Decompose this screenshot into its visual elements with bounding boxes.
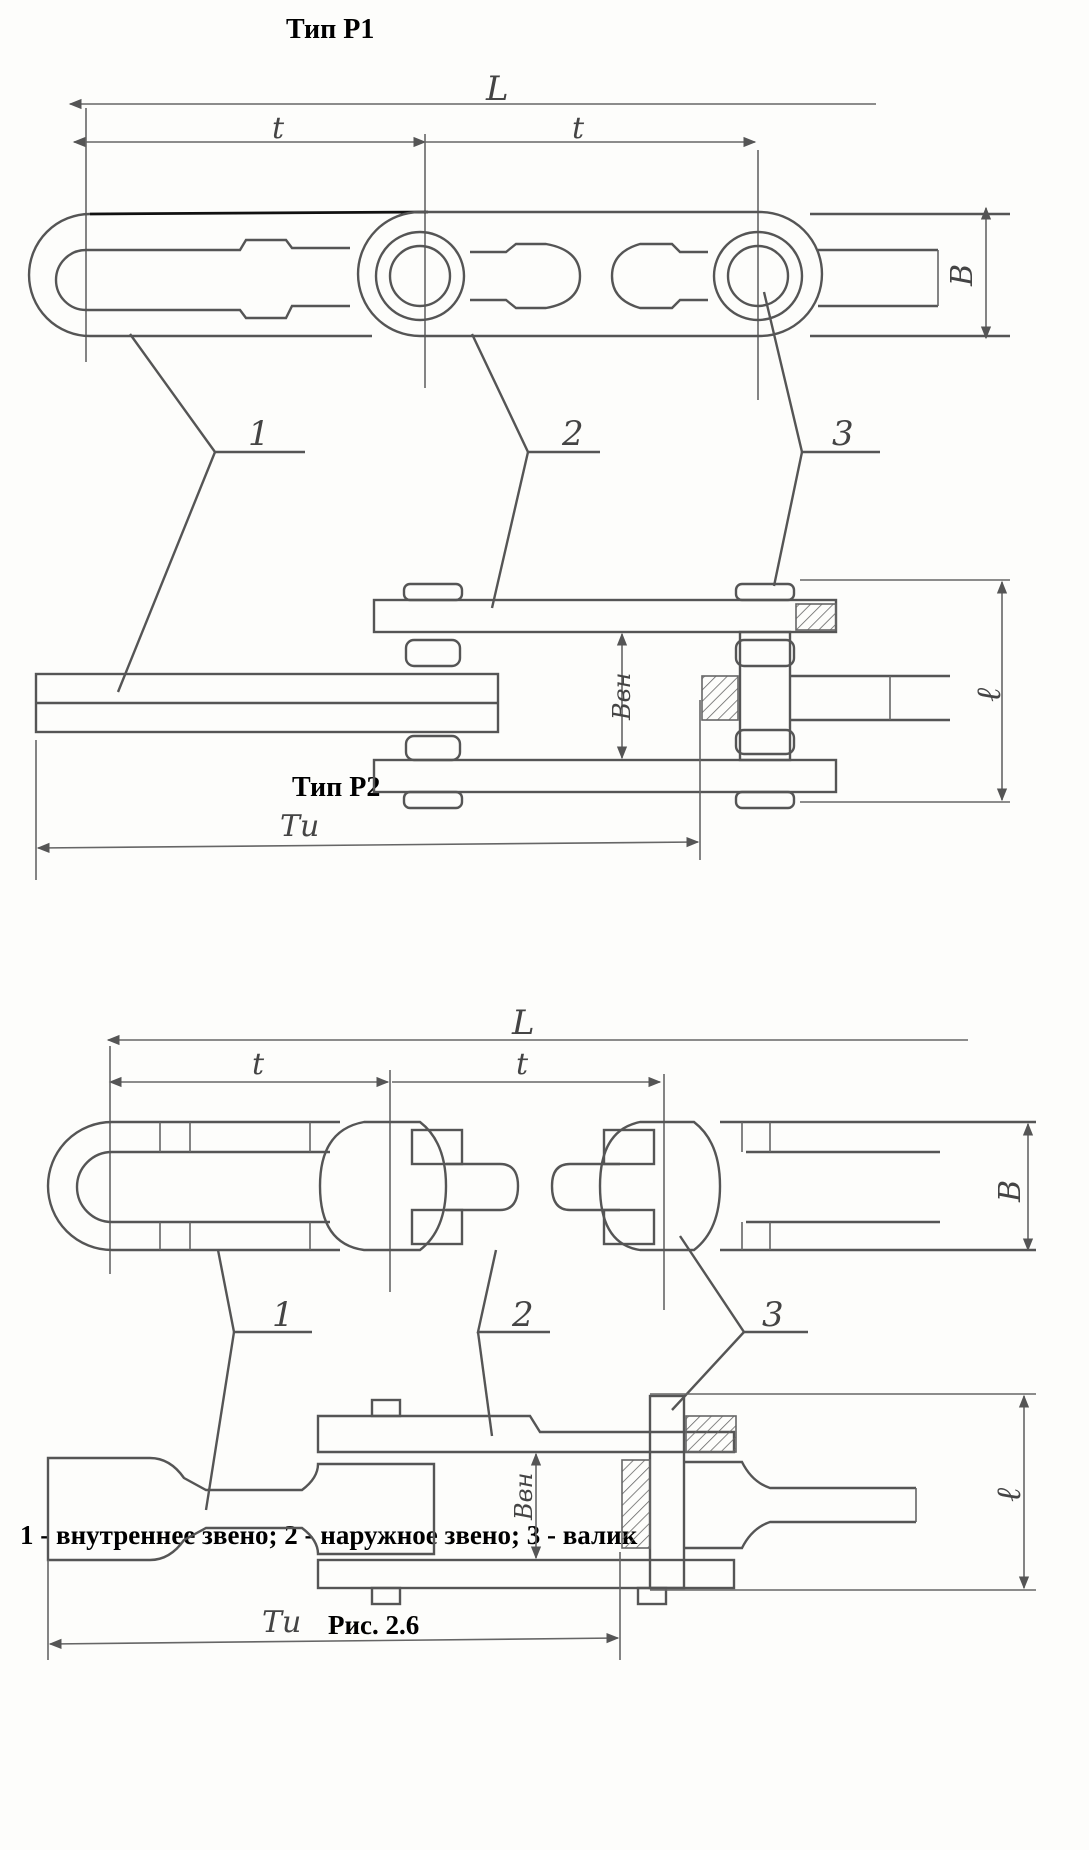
p1-dim-t1: t — [272, 111, 285, 146]
p1-dim-Tu: Tu — [280, 809, 319, 844]
p2-callout-3: 3 — [762, 1295, 784, 1335]
title-type-p1: Тип Р1 — [286, 14, 375, 45]
p1-dim-B: B — [945, 264, 980, 287]
p1-section-view: Bвн ℓ Tu — [34, 579, 1010, 880]
p1-top-view: L t t — [27, 69, 1010, 693]
p2-dim-Bvn: Bвн — [510, 1473, 538, 1521]
p2-dim-Tu: Tu — [262, 1605, 301, 1640]
title-type-p2: Тип Р2 — [292, 772, 381, 803]
p1-callout-2: 2 — [561, 414, 584, 454]
p2-section-view: Bвн ℓ Tu — [46, 1393, 1036, 1660]
p1-dim-Bvn: Bвн — [608, 673, 636, 721]
p2-callout-1: 1 — [272, 1295, 294, 1335]
p2-dim-t1: t — [252, 1047, 265, 1082]
p1-dim-L: L — [485, 69, 509, 109]
p2-callout-2: 2 — [511, 1295, 534, 1335]
p1-dim-l: ℓ — [969, 688, 1009, 702]
p1-callout-1: 1 — [248, 414, 270, 454]
p2-dim-B: B — [993, 1180, 1028, 1203]
p2-top-view: L t t — [46, 1003, 1036, 1511]
p2-dim-t2: t — [516, 1047, 529, 1082]
p1-dim-t2: t — [572, 111, 585, 146]
p2-dim-L: L — [511, 1003, 535, 1043]
p2-dim-l: ℓ — [989, 1488, 1029, 1502]
p1-callout-3: 3 — [832, 414, 854, 454]
